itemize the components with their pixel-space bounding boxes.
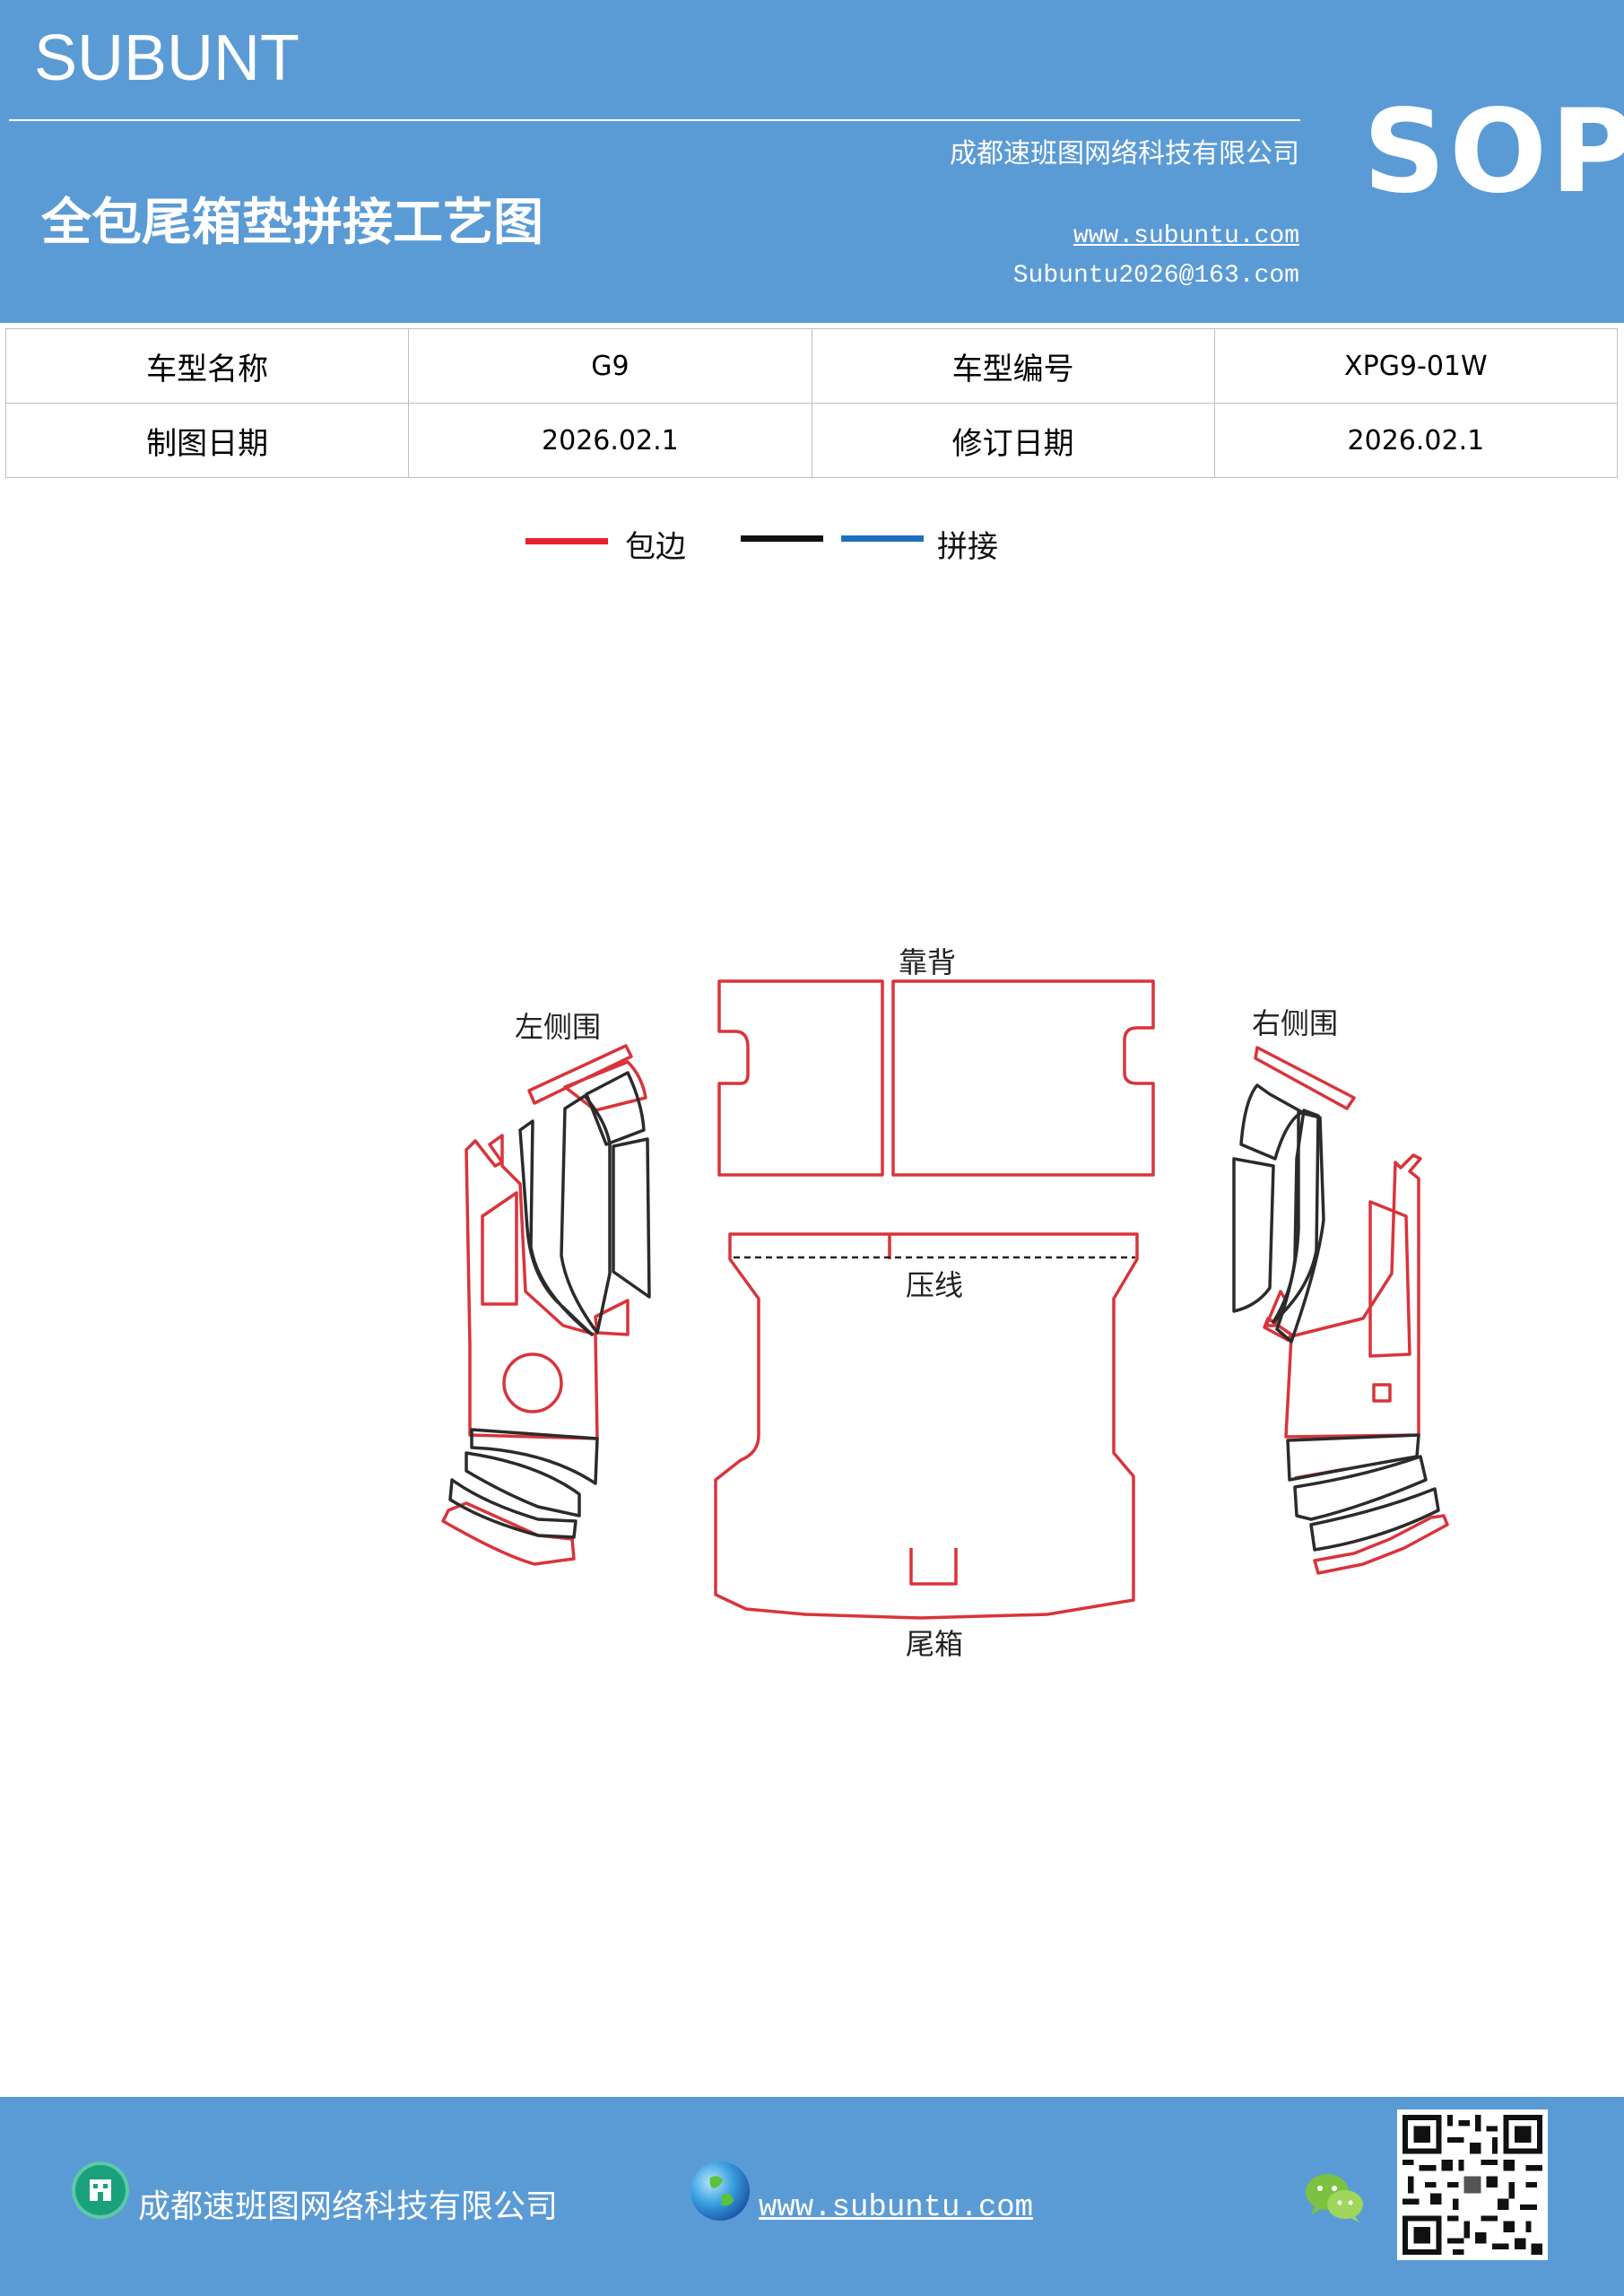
left-side-seam-strip-3 xyxy=(448,1478,578,1539)
label-right-side: 右侧围 xyxy=(1252,1006,1338,1040)
company-name: 成都速班图网络科技有限公司 xyxy=(950,138,1299,170)
right-side-strip-top xyxy=(1254,1046,1356,1110)
right-side-square-hole xyxy=(1372,1383,1392,1403)
brand-name: SUBUNT xyxy=(34,22,300,94)
sop-badge: SOP xyxy=(1363,85,1624,219)
qr-code[interactable] xyxy=(1397,2109,1548,2260)
left-side-seam-panel-a xyxy=(518,1119,594,1336)
label-crease: 压线 xyxy=(906,1268,963,1302)
right-side-seam-panel-b xyxy=(1239,1083,1304,1161)
left-side-seam-panel-c xyxy=(585,1071,646,1146)
globe-icon xyxy=(690,2161,750,2221)
footer-banner: 成都速班图网络科技有限公司 www.subuntu.com xyxy=(0,2097,1624,2296)
building-icon xyxy=(72,2161,129,2219)
table-cell: 车型名称 xyxy=(4,328,410,404)
left-side-lower-strip xyxy=(441,1501,576,1566)
left-side-strip-top xyxy=(527,1044,633,1105)
right-side-seam-strip-3 xyxy=(1309,1487,1440,1552)
header-banner: SUBUNT 全包尾箱垫拼接工艺图 成都速班图网络科技有限公司 www.subu… xyxy=(0,0,1624,323)
document-title: 全包尾箱垫拼接工艺图 xyxy=(41,193,543,252)
legend-label-edge: 包边 xyxy=(625,529,686,565)
left-side-seam-strip-1 xyxy=(470,1428,599,1485)
header-divider xyxy=(9,119,1300,121)
label-trunk: 尾箱 xyxy=(906,1627,963,1661)
legend-swatch-splice xyxy=(841,535,924,542)
left-side-main-panel xyxy=(465,1134,599,1440)
right-side-seam-panel-d xyxy=(1275,1110,1325,1344)
label-backrest: 靠背 xyxy=(899,945,956,979)
backrest-right-panel xyxy=(891,979,1155,1177)
right-side-seam-panel-c xyxy=(1232,1157,1275,1313)
website-link[interactable]: www.subuntu.com xyxy=(1073,222,1299,250)
right-side-inner-pocket xyxy=(1368,1200,1411,1358)
wechat-icon[interactable] xyxy=(1302,2169,1367,2226)
table-cell: 2026.02.1 xyxy=(408,403,812,478)
left-side-seam-panel-d xyxy=(612,1137,651,1299)
legend-swatch-seam xyxy=(741,535,823,542)
table-cell: XPG9-01W xyxy=(1213,328,1619,404)
right-side-seam-strip-2 xyxy=(1293,1455,1428,1521)
left-side-seam-strip-2 xyxy=(465,1451,581,1518)
footer-company-name: 成都速班图网络科技有限公司 xyxy=(138,2188,559,2225)
left-side-inner-pocket xyxy=(481,1191,518,1306)
trunk-floor-panel xyxy=(714,1232,1139,1620)
left-side-seam-panel-b xyxy=(560,1094,612,1335)
table-cell: 车型编号 xyxy=(811,328,1215,404)
trunk-floor-tab xyxy=(909,1548,958,1586)
vehicle-info-table: 车型名称 G9 车型编号 XPG9-01W 制图日期 2026.02.1 修订日… xyxy=(4,328,1619,478)
label-left-side: 左侧围 xyxy=(515,1010,601,1044)
left-side-round-hole xyxy=(502,1352,563,1413)
email-address[interactable]: Subuntu2026@163.com xyxy=(1012,262,1299,290)
table-cell: 制图日期 xyxy=(4,403,410,478)
left-side-upper-top xyxy=(563,1060,647,1112)
right-side-seam-strip-1 xyxy=(1286,1433,1420,1482)
table-row: 车型名称 G9 车型编号 XPG9-01W xyxy=(4,328,1619,404)
left-side-right-block xyxy=(594,1299,630,1336)
legend-swatch-edge xyxy=(525,538,608,544)
table-cell: 修订日期 xyxy=(811,403,1215,478)
right-side-lower-strip xyxy=(1313,1514,1449,1575)
table-cell: G9 xyxy=(408,328,812,404)
footer-website-link[interactable]: www.subuntu.com xyxy=(759,2191,1034,2225)
trunk-mat-diagram: 靠背 左侧围 右侧围 压线 尾箱 xyxy=(441,945,1449,1661)
legend-label-splice: 拼接 xyxy=(937,529,998,565)
table-cell: 2026.02.1 xyxy=(1213,403,1619,478)
right-side-main-panel xyxy=(1284,1153,1422,1439)
backrest-left-panel xyxy=(717,979,884,1177)
legend: 包边 拼接 xyxy=(525,529,998,565)
table-row: 制图日期 2026.02.1 修订日期 2026.02.1 xyxy=(4,403,1619,478)
